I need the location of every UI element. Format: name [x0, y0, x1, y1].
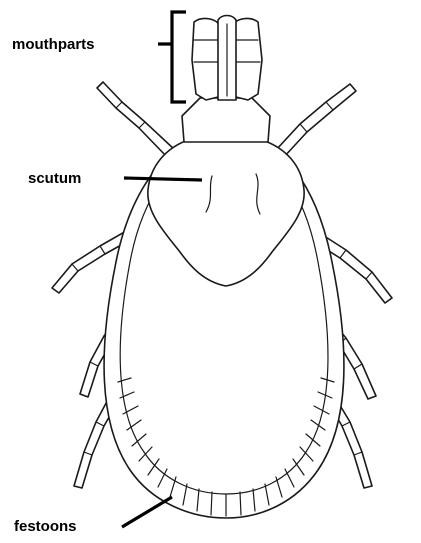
festoons-label: festoons [14, 518, 77, 535]
capitulum [182, 16, 270, 143]
scutum-label: scutum [28, 170, 81, 187]
scutum-pointer [124, 178, 202, 180]
leg-right-1 [276, 84, 356, 158]
leg-left-1 [97, 82, 175, 158]
festoons-pointer [122, 497, 172, 527]
festoons-annotation: festoons [14, 497, 172, 535]
mouthparts-bracket [158, 12, 186, 102]
mouthparts-label: mouthparts [12, 36, 95, 53]
